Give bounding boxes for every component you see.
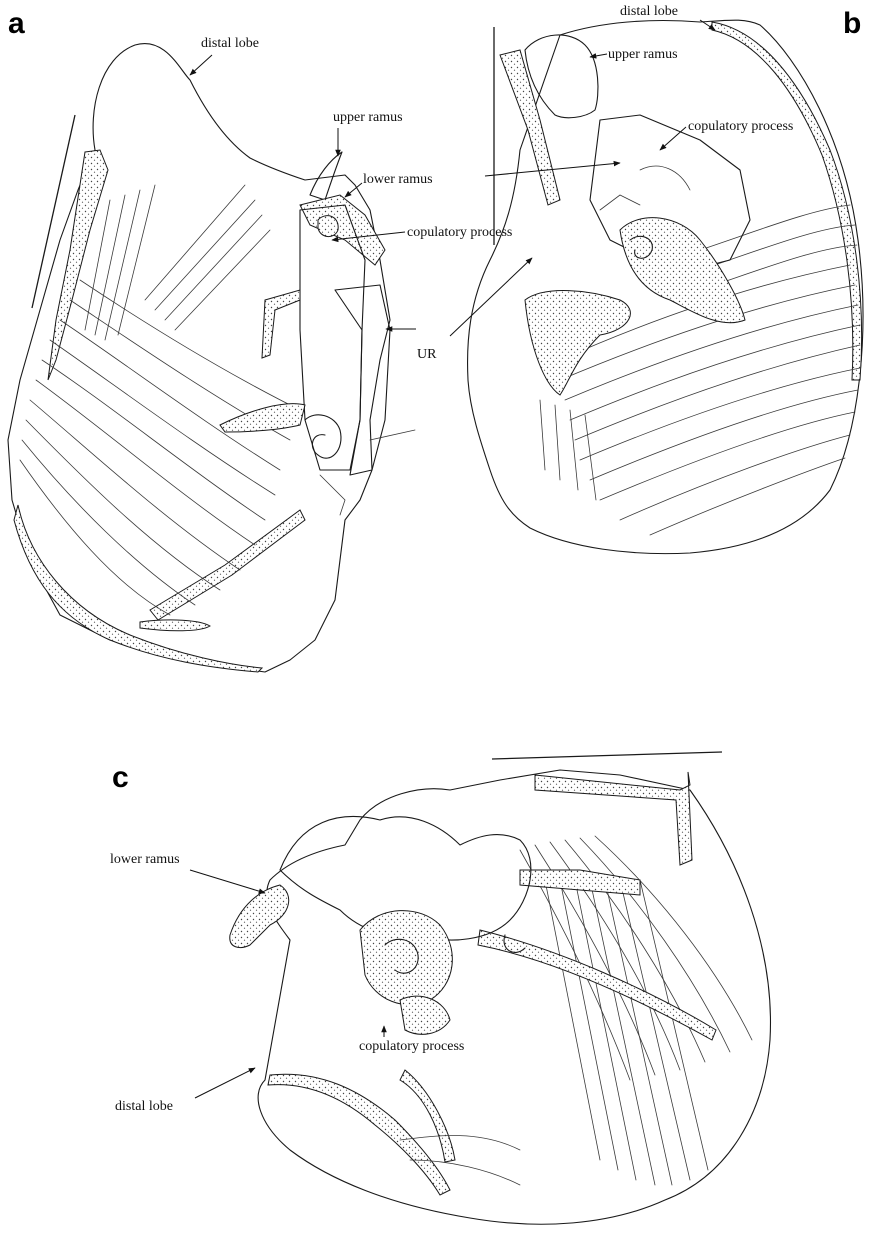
panel-a-label-ur: UR [417, 347, 437, 362]
panel-a-stippled-strip [150, 510, 305, 620]
panel-b-stippled-process [620, 218, 745, 323]
panel-a-label-distal-lobe: distal lobe [201, 36, 259, 51]
panel-c-lower-ramus-shape [230, 885, 289, 948]
panel-b-label-copulatory-process: copulatory process [688, 119, 793, 134]
panel-c-label-distal-lobe: distal lobe [115, 1099, 173, 1114]
panel-a-letter: a [8, 7, 25, 40]
panel-c-leader-distal-lobe [195, 1068, 255, 1098]
panel-b-letter: b [843, 7, 861, 40]
panel-c-leader-lower-ramus [190, 870, 265, 893]
panel-b-leader-copulatory-process [660, 127, 686, 150]
panel-c-right-process [520, 870, 640, 895]
panel-b-label-upper-ramus: upper ramus [608, 47, 678, 62]
panel-c-central-coil [360, 911, 452, 1005]
panel-a-stippled-lower [14, 505, 262, 672]
panel-b: b [468, 7, 863, 554]
panel-a-copulatory-shape [318, 216, 338, 237]
panel-a-stippled-margin [48, 150, 108, 380]
panel-a-leader-lower-ramus [345, 183, 362, 197]
panel-c-label-copulatory-process: copulatory process [359, 1039, 464, 1054]
panel-b-label-distal-lobe: distal lobe [620, 4, 678, 19]
panel-c-scale-bar [492, 752, 722, 759]
panel-a-stippled-arm-left [262, 290, 300, 358]
panel-c: c [112, 752, 770, 1224]
panel-a-stippled-tip [140, 620, 210, 631]
panel-b-leader-ur [450, 258, 532, 336]
panel-a-stippled-arm-low [220, 404, 305, 432]
panel-c-lower-sclerite [400, 996, 450, 1034]
panel-a-label-lower-ramus: lower ramus [363, 172, 433, 187]
panel-a-labels: distal lobe upper ramus lower ramus copu… [190, 36, 532, 362]
panel-a-clasper-outline [8, 43, 390, 672]
panel-b-stippled-margin [712, 22, 862, 380]
panel-c-label-lower-ramus: lower ramus [110, 852, 180, 867]
panel-a-leader-distal-lobe [190, 55, 212, 75]
panel-b-lower-lobe [525, 291, 630, 395]
panel-c-long-rod [478, 930, 716, 1040]
panel-c-top-bar [535, 772, 692, 865]
panel-a: a [8, 7, 415, 672]
panel-a-label-upper-ramus: upper ramus [333, 110, 403, 125]
panel-a-label-copulatory-process: copulatory process [407, 225, 512, 240]
panel-c-letter: c [112, 761, 129, 794]
